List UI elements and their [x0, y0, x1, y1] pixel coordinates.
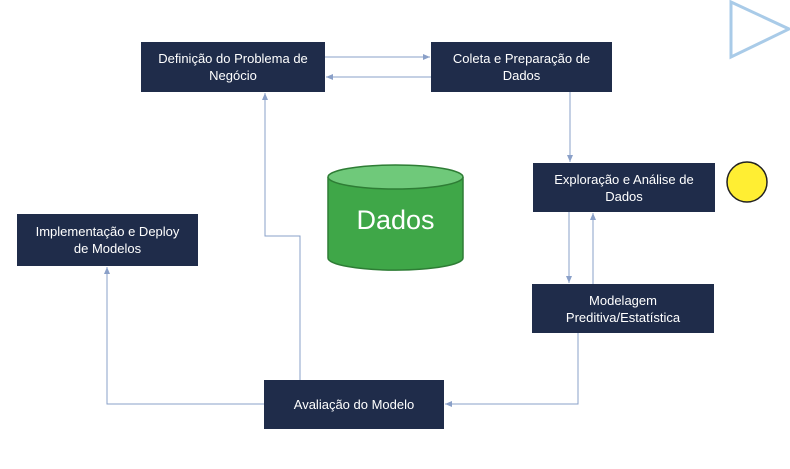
database-label: Dados: [356, 205, 435, 235]
box-implementacao-deploy[interactable]: Implementação e Deploy de Modelos: [17, 214, 198, 266]
database-cylinder-icon: [327, 164, 464, 271]
arrow-avaliacao-to-implementacao: [104, 267, 264, 405]
box-modelagem[interactable]: Modelagem Preditiva/Estatística: [532, 284, 714, 333]
box-coleta-preparacao[interactable]: Coleta e Preparação de Dados: [431, 42, 612, 92]
arrow-modelagem-to-avaliacao: [445, 333, 579, 407]
box-avaliacao-modelo[interactable]: Avaliação do Modelo: [264, 380, 444, 429]
yellow-circle-icon: [726, 161, 768, 203]
box-definicao-problema[interactable]: Definição do Problema de Negócio: [141, 42, 325, 92]
box-exploracao-analise[interactable]: Exploração e Análise de Dados: [533, 163, 715, 212]
play-triangle-icon[interactable]: [729, 0, 790, 60]
arrow-avaliacao-to-definicao: [262, 93, 301, 380]
